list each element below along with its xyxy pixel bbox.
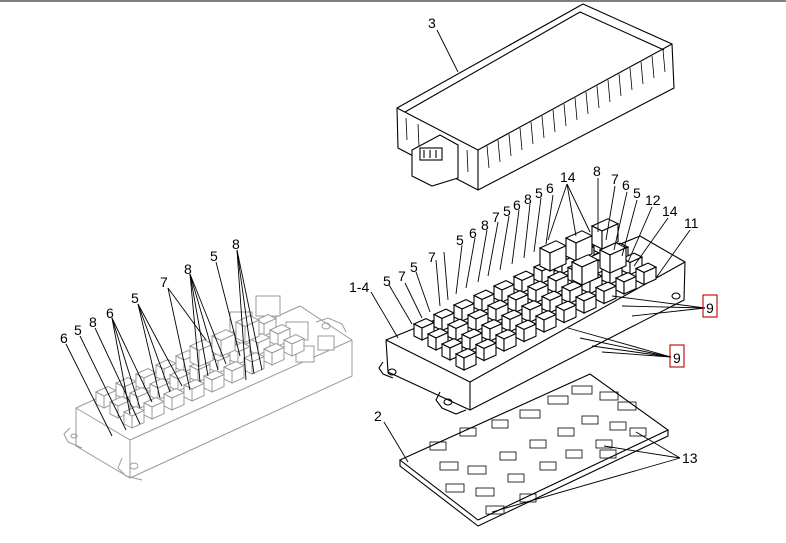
cover-part-3	[396, 3, 675, 191]
ghost-relay-array	[94, 314, 306, 429]
callout-7-right: 7	[611, 171, 619, 187]
callout-11: 11	[684, 215, 699, 231]
callout-9-upper: 9	[706, 300, 714, 316]
ghost-callout-6-mid: 6	[106, 305, 114, 321]
ghost-callout-7: 7	[160, 274, 168, 290]
callout-8-mid: 8	[481, 217, 489, 233]
ghost-callout-6-left: 6	[60, 330, 68, 346]
relay-array	[412, 218, 658, 371]
callout-5-mid: 5	[503, 203, 511, 219]
base-plate-part-2	[398, 373, 670, 527]
callout-5-right: 5	[633, 185, 641, 201]
callout-6-mid: 6	[513, 197, 521, 213]
callout-9-lower-box	[669, 344, 685, 368]
callout-3: 3	[428, 15, 436, 31]
callout-7-low: 7	[428, 249, 436, 265]
callout-5-upper: 5	[535, 185, 543, 201]
ghost-callout-5-top: 5	[210, 248, 218, 264]
callout-5-left: 5	[410, 259, 418, 275]
ghost-callout-8-mid: 8	[184, 261, 192, 277]
callout-12: 12	[645, 192, 661, 208]
ghost-callout-5-mid: 5	[131, 290, 139, 306]
leader-lines	[65, 29, 706, 513]
callout-6-right: 6	[622, 177, 630, 193]
callout-9-lower: 9	[673, 350, 681, 366]
callout-7-mid: 7	[492, 209, 500, 225]
callout-labels: 3 14 8 7 6 5 12 14 11 6 5 8 6 5 7 8 6 5 …	[60, 15, 718, 466]
callout-5-low: 5	[456, 232, 464, 248]
callout-1-4: 1-4	[349, 279, 369, 295]
callout-7-left: 7	[398, 268, 406, 284]
callout-9-upper-box	[702, 294, 718, 318]
callout-5-far-left: 5	[383, 273, 391, 289]
callout-6-upper: 6	[546, 180, 554, 196]
ghost-callout-8-top: 8	[232, 236, 240, 252]
callout-13: 13	[682, 450, 698, 466]
callout-2: 2	[374, 408, 382, 424]
callout-14-top: 14	[560, 169, 576, 185]
callout-14-right: 14	[662, 203, 678, 219]
ghost-callout-5-left: 5	[74, 322, 82, 338]
callout-8-right: 8	[593, 163, 601, 179]
ghost-callout-8-left: 8	[89, 314, 97, 330]
callout-6-low: 6	[469, 225, 477, 241]
callout-8-upper: 8	[524, 191, 532, 207]
